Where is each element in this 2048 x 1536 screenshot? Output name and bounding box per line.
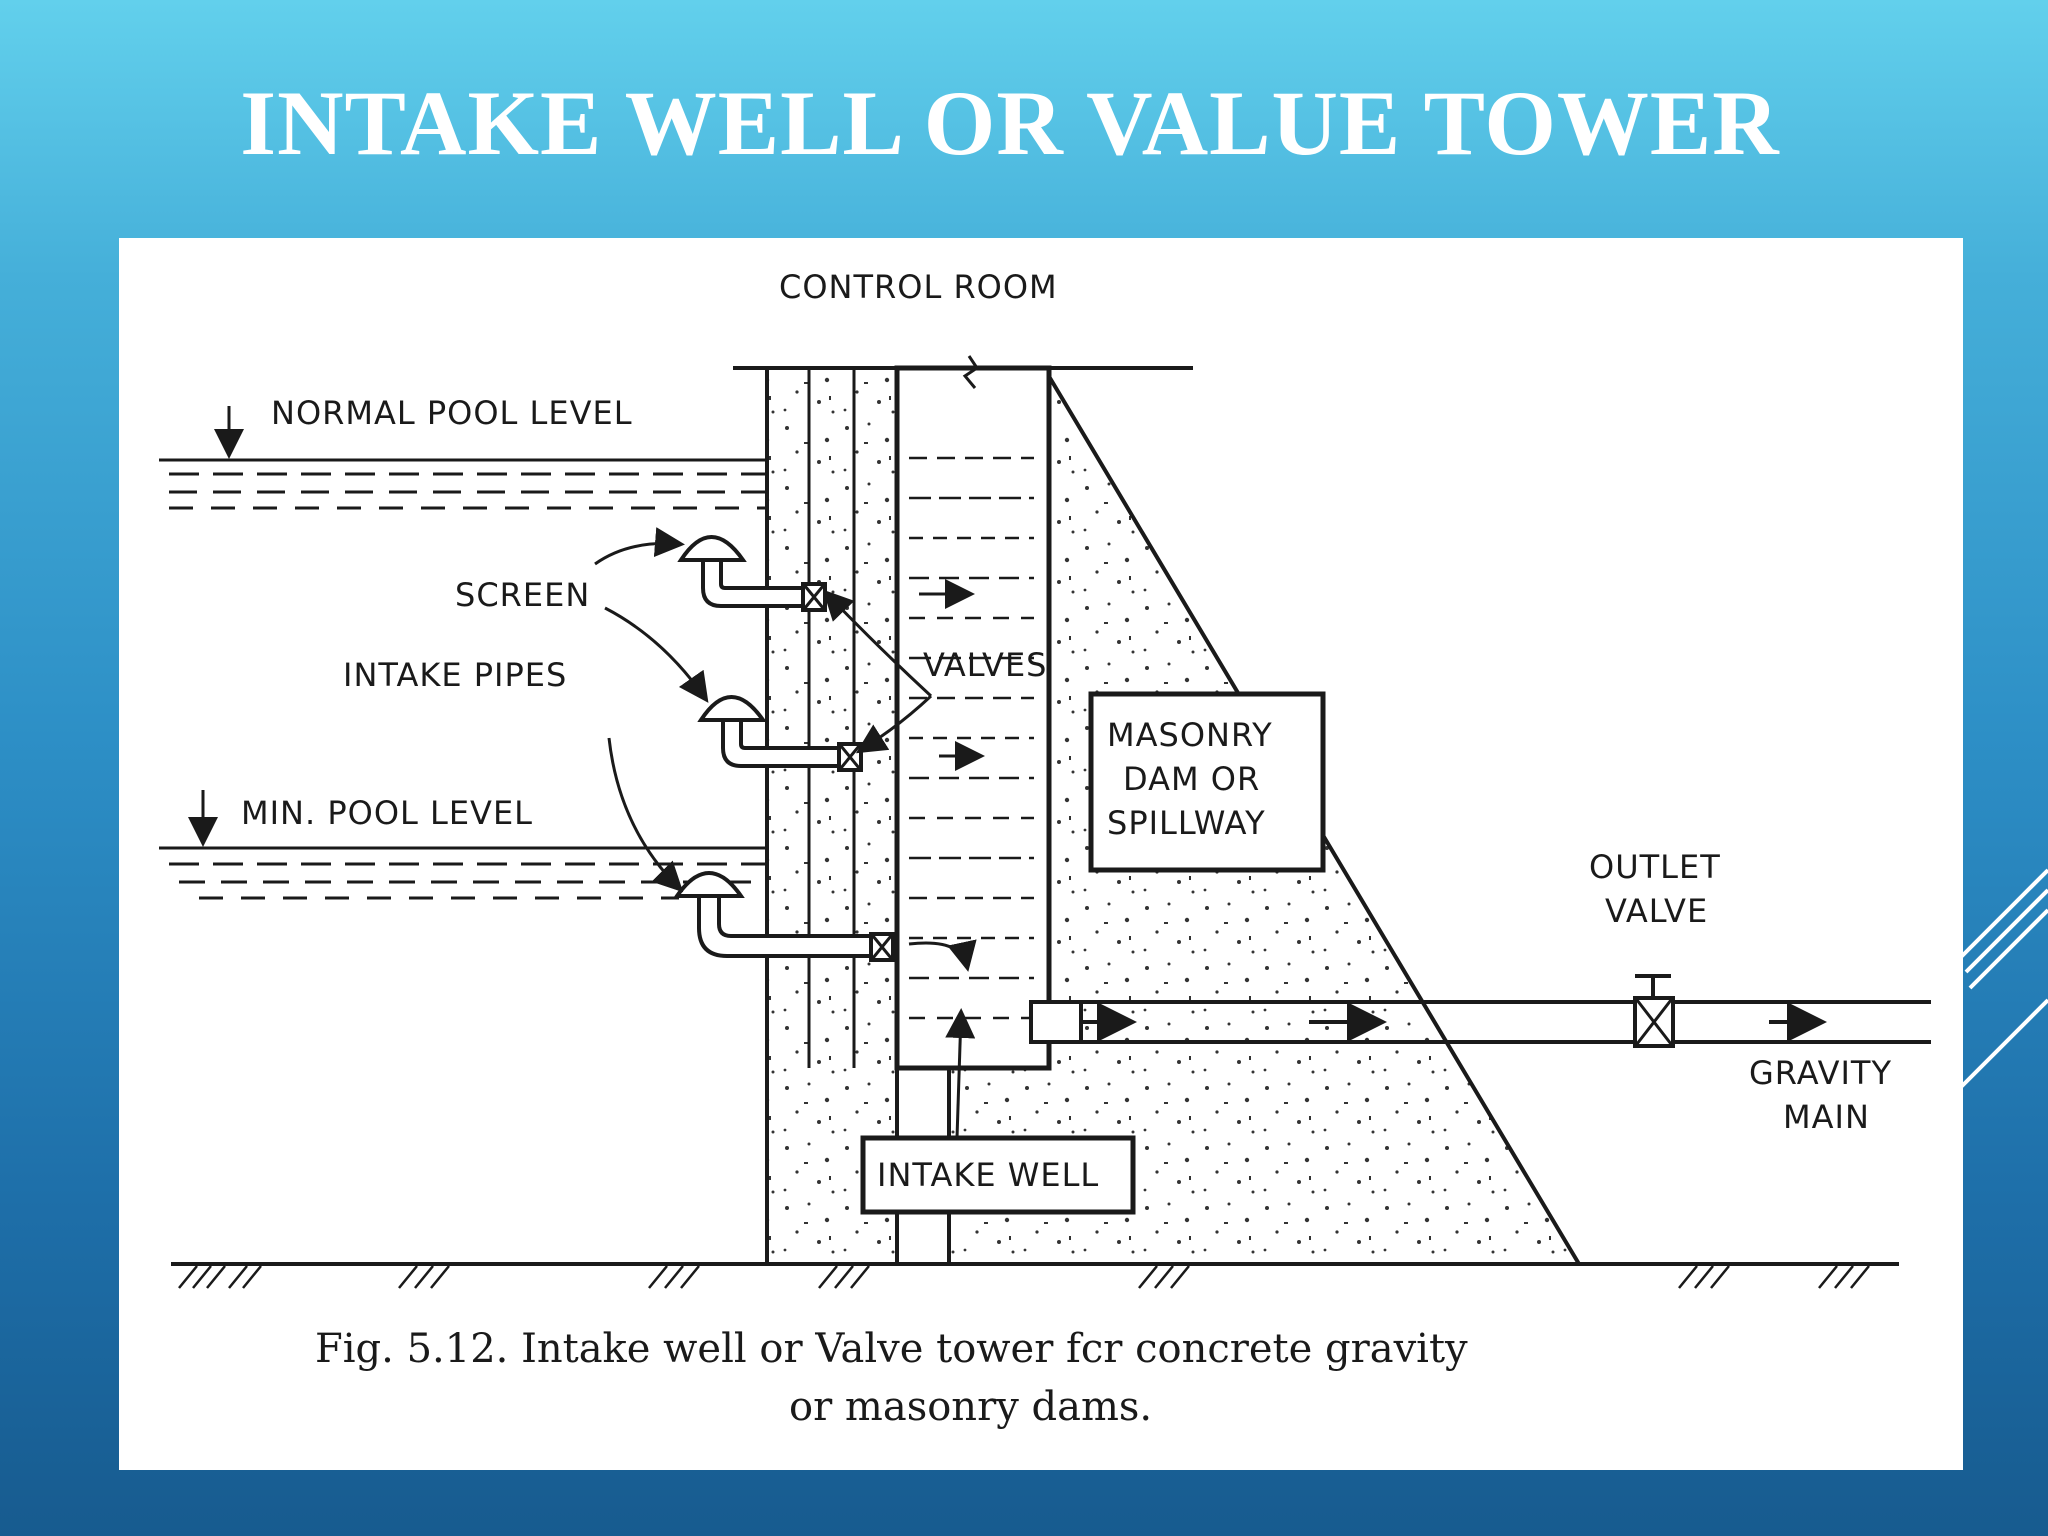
flow-arrows <box>908 579 985 972</box>
slide-title: INTAKE WELL OR VALUE TOWER <box>240 72 1780 174</box>
figure-panel: CONTROL ROOM NORMAL POOL LEVEL SCREEN IN… <box>119 238 1963 1470</box>
intake-pipe-upper <box>677 535 827 612</box>
label-gravity-main-line1: GRAVITY <box>1749 1054 1892 1092</box>
label-normal-pool-level: NORMAL POOL LEVEL <box>271 394 633 432</box>
outlet-valve-symbol <box>1633 974 1675 1048</box>
ground-line <box>171 1262 1899 1289</box>
intake-pipe-lower <box>673 871 895 962</box>
label-outlet-valve-line2: VALVE <box>1605 892 1708 930</box>
intake-well-shaft <box>895 366 1051 1070</box>
label-outlet-valve-line1: OUTLET <box>1589 848 1721 886</box>
label-intake-pipes: INTAKE PIPES <box>343 656 567 694</box>
intake-pipe-middle <box>697 695 863 772</box>
label-valves: VALVES <box>923 646 1047 684</box>
intake-well-label-box <box>860 1135 1136 1215</box>
figure-caption-line1: Fig. 5.12. Intake well or Valve tower fc… <box>315 1326 1468 1372</box>
label-control-room: CONTROL ROOM <box>779 268 1058 306</box>
label-masonry-dam-line1: MASONRY <box>1107 716 1273 754</box>
intake-well-diagram: CONTROL ROOM NORMAL POOL LEVEL SCREEN IN… <box>159 268 1931 1430</box>
gravity-main-pipe <box>1029 1000 1931 1044</box>
label-masonry-dam-line3: SPILLWAY <box>1107 804 1266 842</box>
normal-pool-water <box>159 406 767 510</box>
tower-wall-left <box>765 366 899 1266</box>
figure-caption-line2: or masonry dams. <box>789 1384 1152 1430</box>
label-screen: SCREEN <box>455 576 590 614</box>
callout-arrows <box>594 527 976 1139</box>
label-masonry-dam-line2: DAM OR <box>1123 760 1260 798</box>
label-gravity-main-line2: MAIN <box>1783 1098 1870 1136</box>
decorative-diagonal-lines <box>1956 868 2048 1090</box>
label-min-pool-level: MIN. POOL LEVEL <box>241 794 533 832</box>
masonry-dam-label-box <box>1088 691 1326 873</box>
label-intake-well: INTAKE WELL <box>877 1156 1099 1194</box>
